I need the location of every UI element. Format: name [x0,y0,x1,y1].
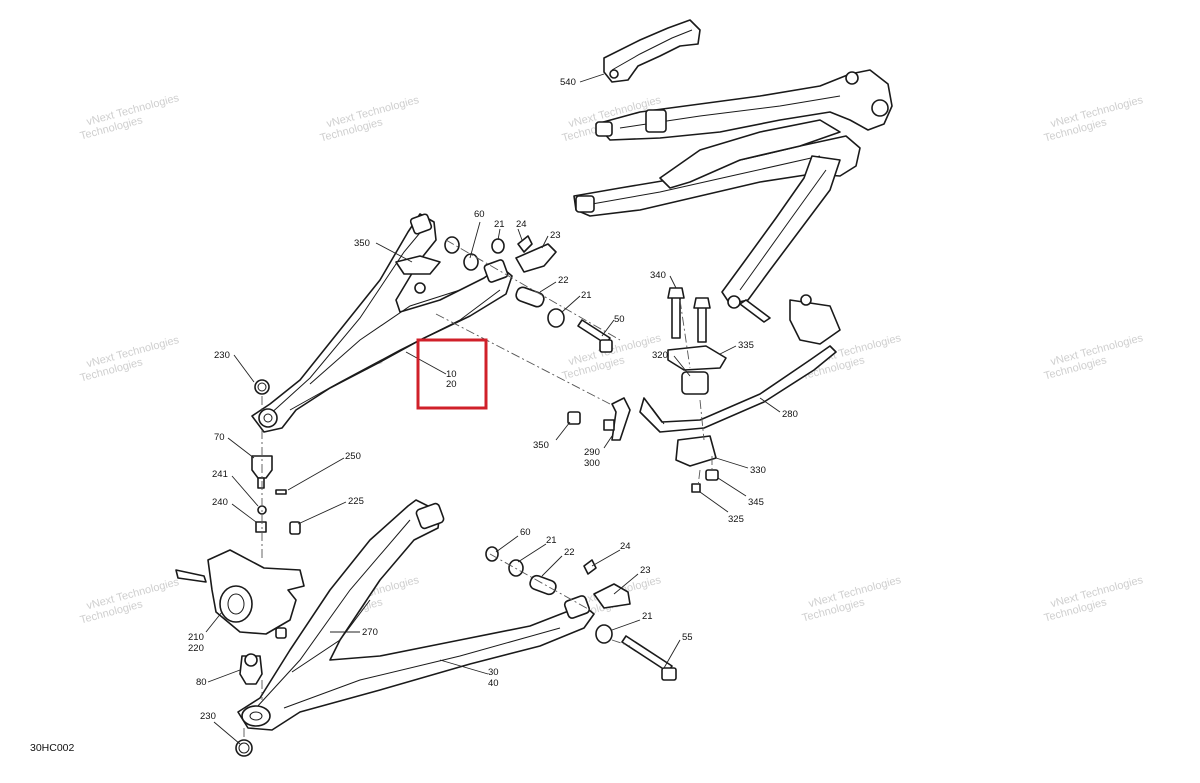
callout-540: 540 [560,77,576,88]
part-230-ring [254,379,270,395]
callout-300: 300 [584,458,600,469]
upper-a-arm [251,213,513,433]
watermark: vNext Technologies Technologies [79,576,181,627]
leader-lines [205,73,781,745]
part-21-bushing [547,308,565,328]
part-24 [517,235,533,253]
callout-22: 22 [558,275,569,286]
callout-60: 60 [520,527,531,538]
part-240-nut [255,521,267,533]
callout-40: 40 [488,678,499,689]
callout-330: 330 [750,465,766,476]
callout-225: 225 [348,496,364,507]
upper-trailing-arm [595,69,893,141]
lower-a-arm-body [237,499,595,731]
callout-230: 230 [214,350,230,361]
bracket [645,109,667,133]
part-350-nut [567,411,581,425]
callout-230: 230 [200,711,216,722]
part-210-knuckle [207,549,305,635]
callout-21: 21 [494,219,505,230]
part-330-clamp [675,435,717,467]
callout-21: 21 [546,535,557,546]
sway-bar-assembly [567,287,841,493]
watermark: vNext Technologies Technologies [1043,574,1145,625]
callout-10: 10 [446,369,457,380]
callout-240: 240 [212,497,228,508]
trailing-arm-assembly [573,19,893,323]
part-335-bracket [667,345,727,371]
watermark: vNext Technologies Technologies [1043,332,1145,383]
bushing [575,195,595,213]
callout-20: 20 [446,379,457,390]
callout-270: 270 [362,627,378,638]
callout-70: 70 [214,432,225,443]
callout-23: 23 [640,565,651,576]
diagram-code: 30HC002 [30,742,75,754]
callout-290: 290 [584,447,600,458]
lower-arm-hardware [485,546,677,681]
callout-350: 350 [354,238,370,249]
callout-210: 210 [188,632,204,643]
callout-24: 24 [620,541,631,552]
callout-22: 22 [564,547,575,558]
rear-link [789,299,841,345]
part-55-bolt [621,635,673,673]
callout-335: 335 [738,340,754,351]
highlight-box [416,338,488,410]
watermark: vNext Technologies Technologies [801,574,903,625]
callout-250: 250 [345,451,361,462]
watermark: vNext Technologies Technologies [561,332,663,383]
callout-220: 220 [188,643,204,654]
knuckle-assembly [175,379,305,685]
assembly-axes [243,239,713,740]
callout-24: 24 [516,219,527,230]
part-225 [289,521,301,535]
watermark: vNext Technologies Technologies [79,334,181,385]
watermark: vNext Technologies Technologies [1043,94,1145,145]
callout-241: 241 [212,469,228,480]
callout-280: 280 [782,409,798,420]
lower-a-arm [235,499,595,757]
callout-350: 350 [533,440,549,451]
ball-joint [727,295,741,309]
callout-23: 23 [550,230,561,241]
part-22-sleeve [515,286,545,308]
part-320-bushing [681,371,709,395]
part-50-bolt [577,319,611,345]
callout-80: 80 [196,677,207,688]
watermark: vNext Technologies Technologies [319,94,421,145]
watermark: vNext Technologies Technologies [79,92,181,143]
watermarks: vNext Technologies Technologies vNext Te… [79,92,1145,627]
callout-320: 320 [652,350,668,361]
knuckle-bolt [175,569,207,583]
part-60 [444,236,460,254]
part-21 [491,238,505,254]
part-290-link [611,397,631,441]
cross-member [659,119,841,189]
part-325-bolt [691,483,701,493]
shock-mount [395,255,441,275]
part-345-nut [705,469,719,481]
callout-30: 30 [488,667,499,678]
callout-345: 345 [748,497,764,508]
callout-60: 60 [474,209,485,220]
callout-55: 55 [682,632,693,643]
callout-340: 340 [650,270,666,281]
part-250-pin [275,489,287,495]
part-340-bolt [671,293,681,339]
callout-21: 21 [642,611,653,622]
callout-21: 21 [581,290,592,301]
bushing [595,121,613,137]
part-540-bracket [603,19,701,83]
callout-325: 325 [728,514,744,525]
sway-bar [639,345,837,433]
callout-labels: 540 60 21 24 23 350 22 21 340 50 230 10 … [188,77,798,722]
callout-50: 50 [614,314,625,325]
